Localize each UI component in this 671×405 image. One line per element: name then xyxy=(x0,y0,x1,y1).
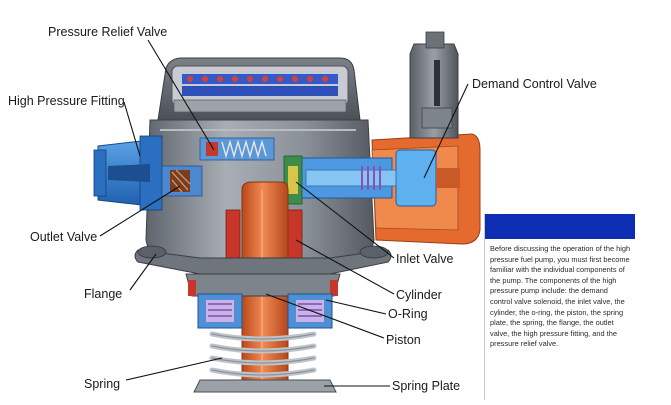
label-high-pressure-fitting: High Pressure Fitting xyxy=(8,94,125,108)
label-inlet-valve: Inlet Valve xyxy=(396,252,454,266)
label-spring-plate: Spring Plate xyxy=(392,379,461,393)
label-flange: Flange xyxy=(84,287,123,301)
leader-outlet-valve xyxy=(99,185,181,237)
description-panel: Before discussing the operation of the h… xyxy=(484,214,635,400)
leader-demand-control-valve xyxy=(423,83,469,179)
leader-cylinder xyxy=(295,239,395,295)
leader-inlet-valve xyxy=(295,181,395,259)
leader-high-pressure-fitting xyxy=(123,101,141,157)
leader-spring xyxy=(125,357,223,381)
label-outlet-valve: Outlet Valve xyxy=(30,230,98,244)
label-demand-control-valve: Demand Control Valve xyxy=(472,77,597,91)
electrical-connector xyxy=(409,31,459,139)
label-pressure-relief-valve: Pressure Relief Valve xyxy=(48,25,168,39)
label-spring: Spring xyxy=(84,377,121,391)
o-ring xyxy=(197,293,333,329)
leader-flange xyxy=(129,253,157,291)
leader-pressure-relief-valve xyxy=(147,39,215,151)
leader-o-ring xyxy=(325,299,387,315)
high-pressure-fitting xyxy=(93,135,163,211)
lower-housing xyxy=(185,273,341,297)
panel-header-bar xyxy=(485,214,635,239)
flange xyxy=(134,245,392,275)
demand-control-valve xyxy=(291,133,481,245)
outlet-valve xyxy=(161,165,203,197)
label-o-ring: O-Ring xyxy=(388,307,428,321)
panel-description-text: Before discussing the operation of the h… xyxy=(490,244,631,349)
leader-piston xyxy=(265,293,385,339)
leader-lines xyxy=(99,39,469,387)
pressure-relief-valve xyxy=(199,137,275,161)
label-piston: Piston xyxy=(386,333,421,347)
spring-plate xyxy=(193,379,337,393)
top-cover xyxy=(157,57,361,121)
label-cylinder: Cylinder xyxy=(396,288,442,302)
spring xyxy=(209,331,317,378)
